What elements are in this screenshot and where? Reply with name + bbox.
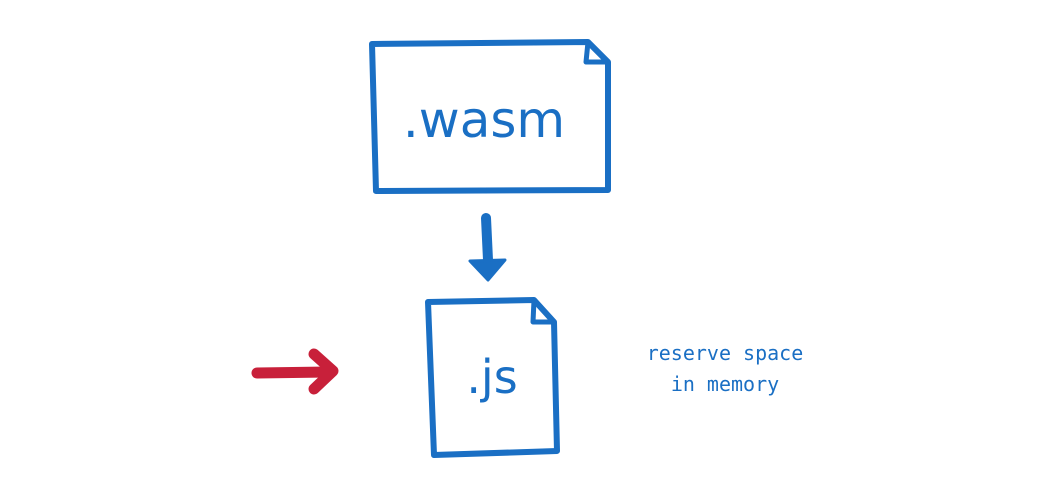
memory-note-line-1: reserve space bbox=[647, 341, 804, 365]
wasm-file-fold bbox=[583, 39, 611, 65]
down-arrow-head bbox=[468, 258, 507, 282]
js-file-fold bbox=[530, 297, 557, 325]
memory-note-line-2: in memory bbox=[671, 372, 779, 396]
js-file: .js bbox=[425, 297, 560, 458]
down-arrow-icon bbox=[468, 213, 507, 282]
wasm-file-outline bbox=[369, 39, 611, 194]
wasm-file-label: .wasm bbox=[403, 91, 565, 149]
pointer-arrow-icon bbox=[251, 348, 339, 395]
memory-note: reserve space in memory bbox=[647, 341, 804, 396]
js-file-outline bbox=[425, 297, 560, 458]
js-file-label: .js bbox=[466, 350, 517, 404]
wasm-file: .wasm bbox=[369, 39, 611, 194]
